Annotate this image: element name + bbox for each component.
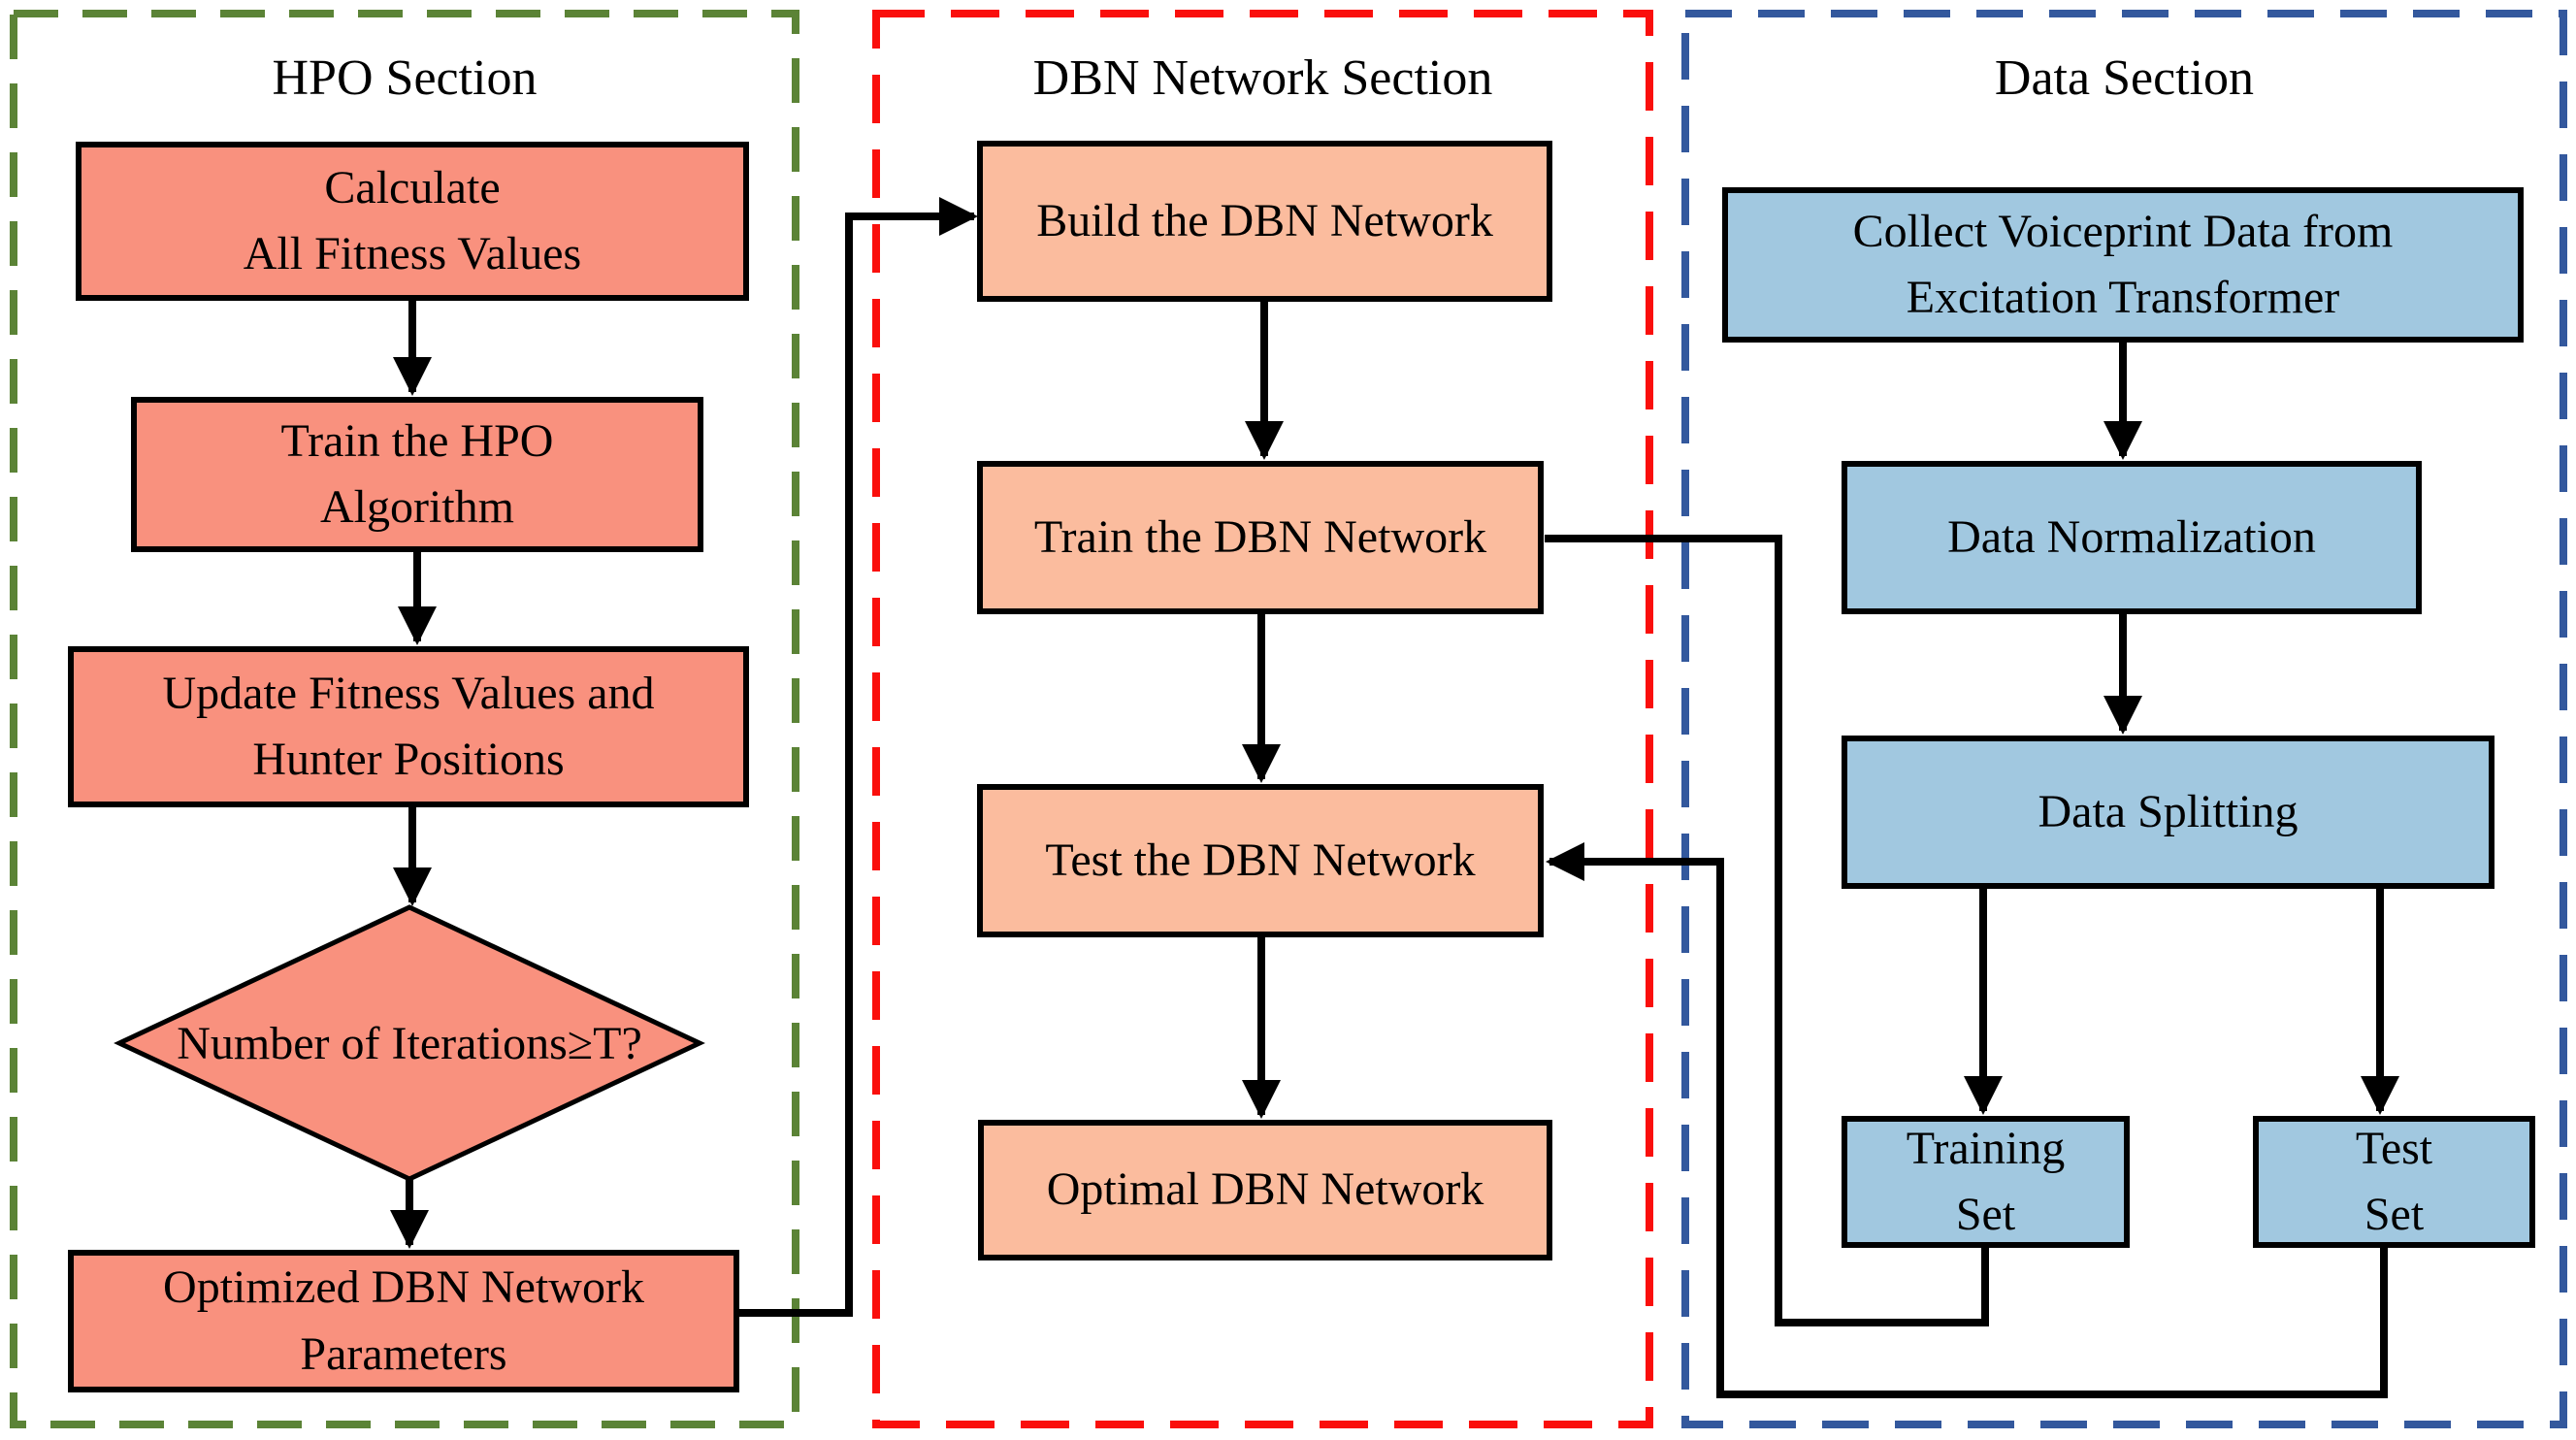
node-calculate-fitness: Calculate All Fitness Values bbox=[76, 142, 749, 301]
node-update-fitness: Update Fitness Values and Hunter Positio… bbox=[68, 646, 749, 807]
dbn-section-title: DBN Network Section bbox=[1032, 49, 1493, 106]
dbn-section-border bbox=[872, 10, 1653, 1428]
node-optimized-params: Optimized DBN Network Parameters bbox=[68, 1250, 739, 1392]
node-iteration-check-label: Number of Iterations≥T? bbox=[177, 1017, 642, 1069]
hpo-section-border bbox=[10, 10, 799, 1428]
node-data-splitting: Data Splitting bbox=[1842, 736, 2494, 889]
node-training-set: Training Set bbox=[1842, 1116, 2130, 1248]
connector-test-set-to-test-dbn bbox=[1546, 842, 2388, 1398]
node-data-normalization: Data Normalization bbox=[1842, 461, 2422, 614]
node-build-dbn: Build the DBN Network bbox=[977, 141, 1552, 302]
node-train-dbn: Train the DBN Network bbox=[977, 461, 1544, 614]
node-train-hpo: Train the HPO Algorithm bbox=[131, 397, 703, 552]
node-test-set: Test Set bbox=[2253, 1116, 2535, 1248]
iteration-check-diamond-shape bbox=[114, 904, 705, 1182]
node-test-dbn: Test the DBN Network bbox=[977, 784, 1544, 937]
hpo-section-title: HPO Section bbox=[272, 49, 538, 106]
data-section-border bbox=[1681, 10, 2567, 1428]
connector-optimized-params-to-build-dbn bbox=[739, 197, 978, 1317]
data-section-title: Data Section bbox=[1994, 49, 2255, 106]
connector-training-set-to-train-dbn bbox=[1545, 535, 1989, 1326]
node-collect-voiceprint: Collect Voiceprint Data from Excitation … bbox=[1722, 187, 2524, 343]
node-optimal-dbn: Optimal DBN Network bbox=[978, 1120, 1552, 1260]
